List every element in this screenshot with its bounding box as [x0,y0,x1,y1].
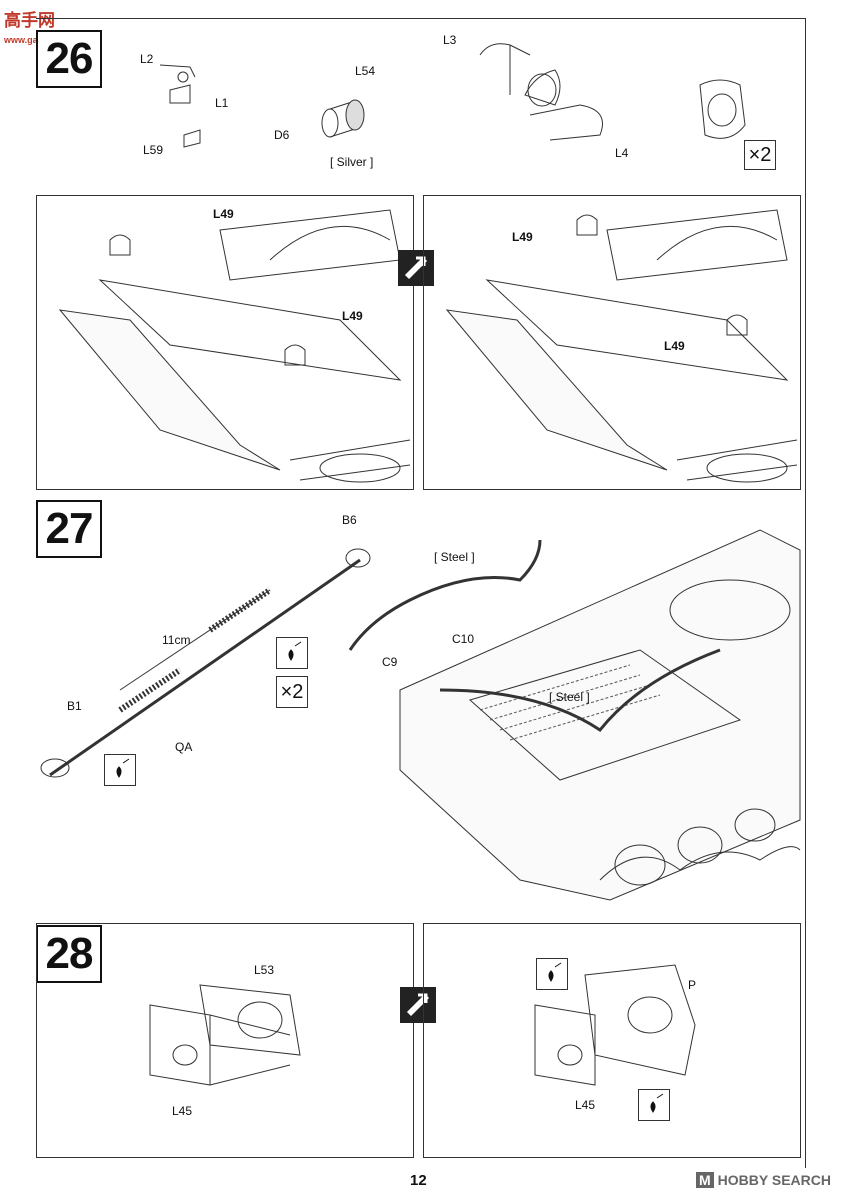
label-steel-lower: [ Steel ] [549,690,590,704]
part-l3-l4-guard-drawing [479,43,603,141]
paint-icon-step27-upper [276,637,308,669]
step26-right-view-panel [423,195,801,490]
paint-icon-step27-lower [104,754,136,786]
label-l49-left-bottom: L49 [342,309,363,323]
multiplier-x2-step26: ×2 [744,140,776,170]
label-c9: C9 [382,655,398,669]
label-l3: L3 [443,33,457,47]
step26-left-dozer-drawing [58,209,411,483]
watermark-brand-mark: M [696,1172,714,1188]
label-l4: L4 [615,146,629,160]
label-l54: L54 [355,64,376,78]
label-l49-right-bottom: L49 [664,339,685,353]
page-border-right [805,18,806,1168]
label-l59: L59 [143,143,164,157]
label-l49-left-top: L49 [213,207,234,221]
label-steel-upper: [ Steel ] [434,550,475,564]
step-number-27: 27 [36,500,102,558]
step26-next-view-arrow [398,250,434,286]
step27-cable-drawing [40,548,371,778]
step28-right-assembly-drawing [534,964,696,1086]
assembled-guard-drawing [699,79,746,139]
label-silver: [ Silver ] [330,155,374,169]
label-l1: L1 [215,96,229,110]
step28-left-view-panel [36,923,414,1158]
label-11cm: 11cm [162,633,191,647]
step28-right-view-panel [423,923,801,1158]
paint-drop-icon [548,962,562,982]
watermark-logo-text: 高手网 [4,11,55,30]
step26-left-view-panel [36,195,414,490]
label-l45-left: L45 [172,1104,193,1118]
step-number-26: 26 [36,30,102,88]
label-b1: B1 [67,699,82,713]
paint-drop-icon [650,1093,664,1113]
step28-left-assembly-drawing [149,984,301,1086]
label-l49-right-top: L49 [512,230,533,244]
paint-icon-step28-lower [638,1089,670,1121]
page-border-top [36,18,806,19]
label-l53: L53 [254,963,275,977]
paint-drop-icon [116,758,130,778]
paint-icon-step28-upper [536,958,568,990]
part-d6-l54-lens-drawing [321,99,365,138]
label-c10: C10 [452,632,475,646]
label-qa: QA [175,740,193,754]
label-l45-right: L45 [575,1098,596,1112]
label-d6: D6 [274,128,290,142]
paint-drop-icon [288,641,302,661]
multiplier-x2-step27: ×2 [276,676,308,708]
label-p: P [688,978,697,992]
step28-next-view-arrow [400,987,436,1023]
label-b6: B6 [342,513,357,527]
step27-vehicle-drawing [348,529,801,901]
step-number-28: 28 [36,925,102,983]
watermark-brand-text: HOBBY SEARCH [717,1172,831,1188]
part-l2-l1-l59-drawing [159,64,201,148]
step26-right-dozer-drawing [445,209,798,483]
label-l2: L2 [140,52,154,66]
page-number: 12 [410,1172,427,1189]
